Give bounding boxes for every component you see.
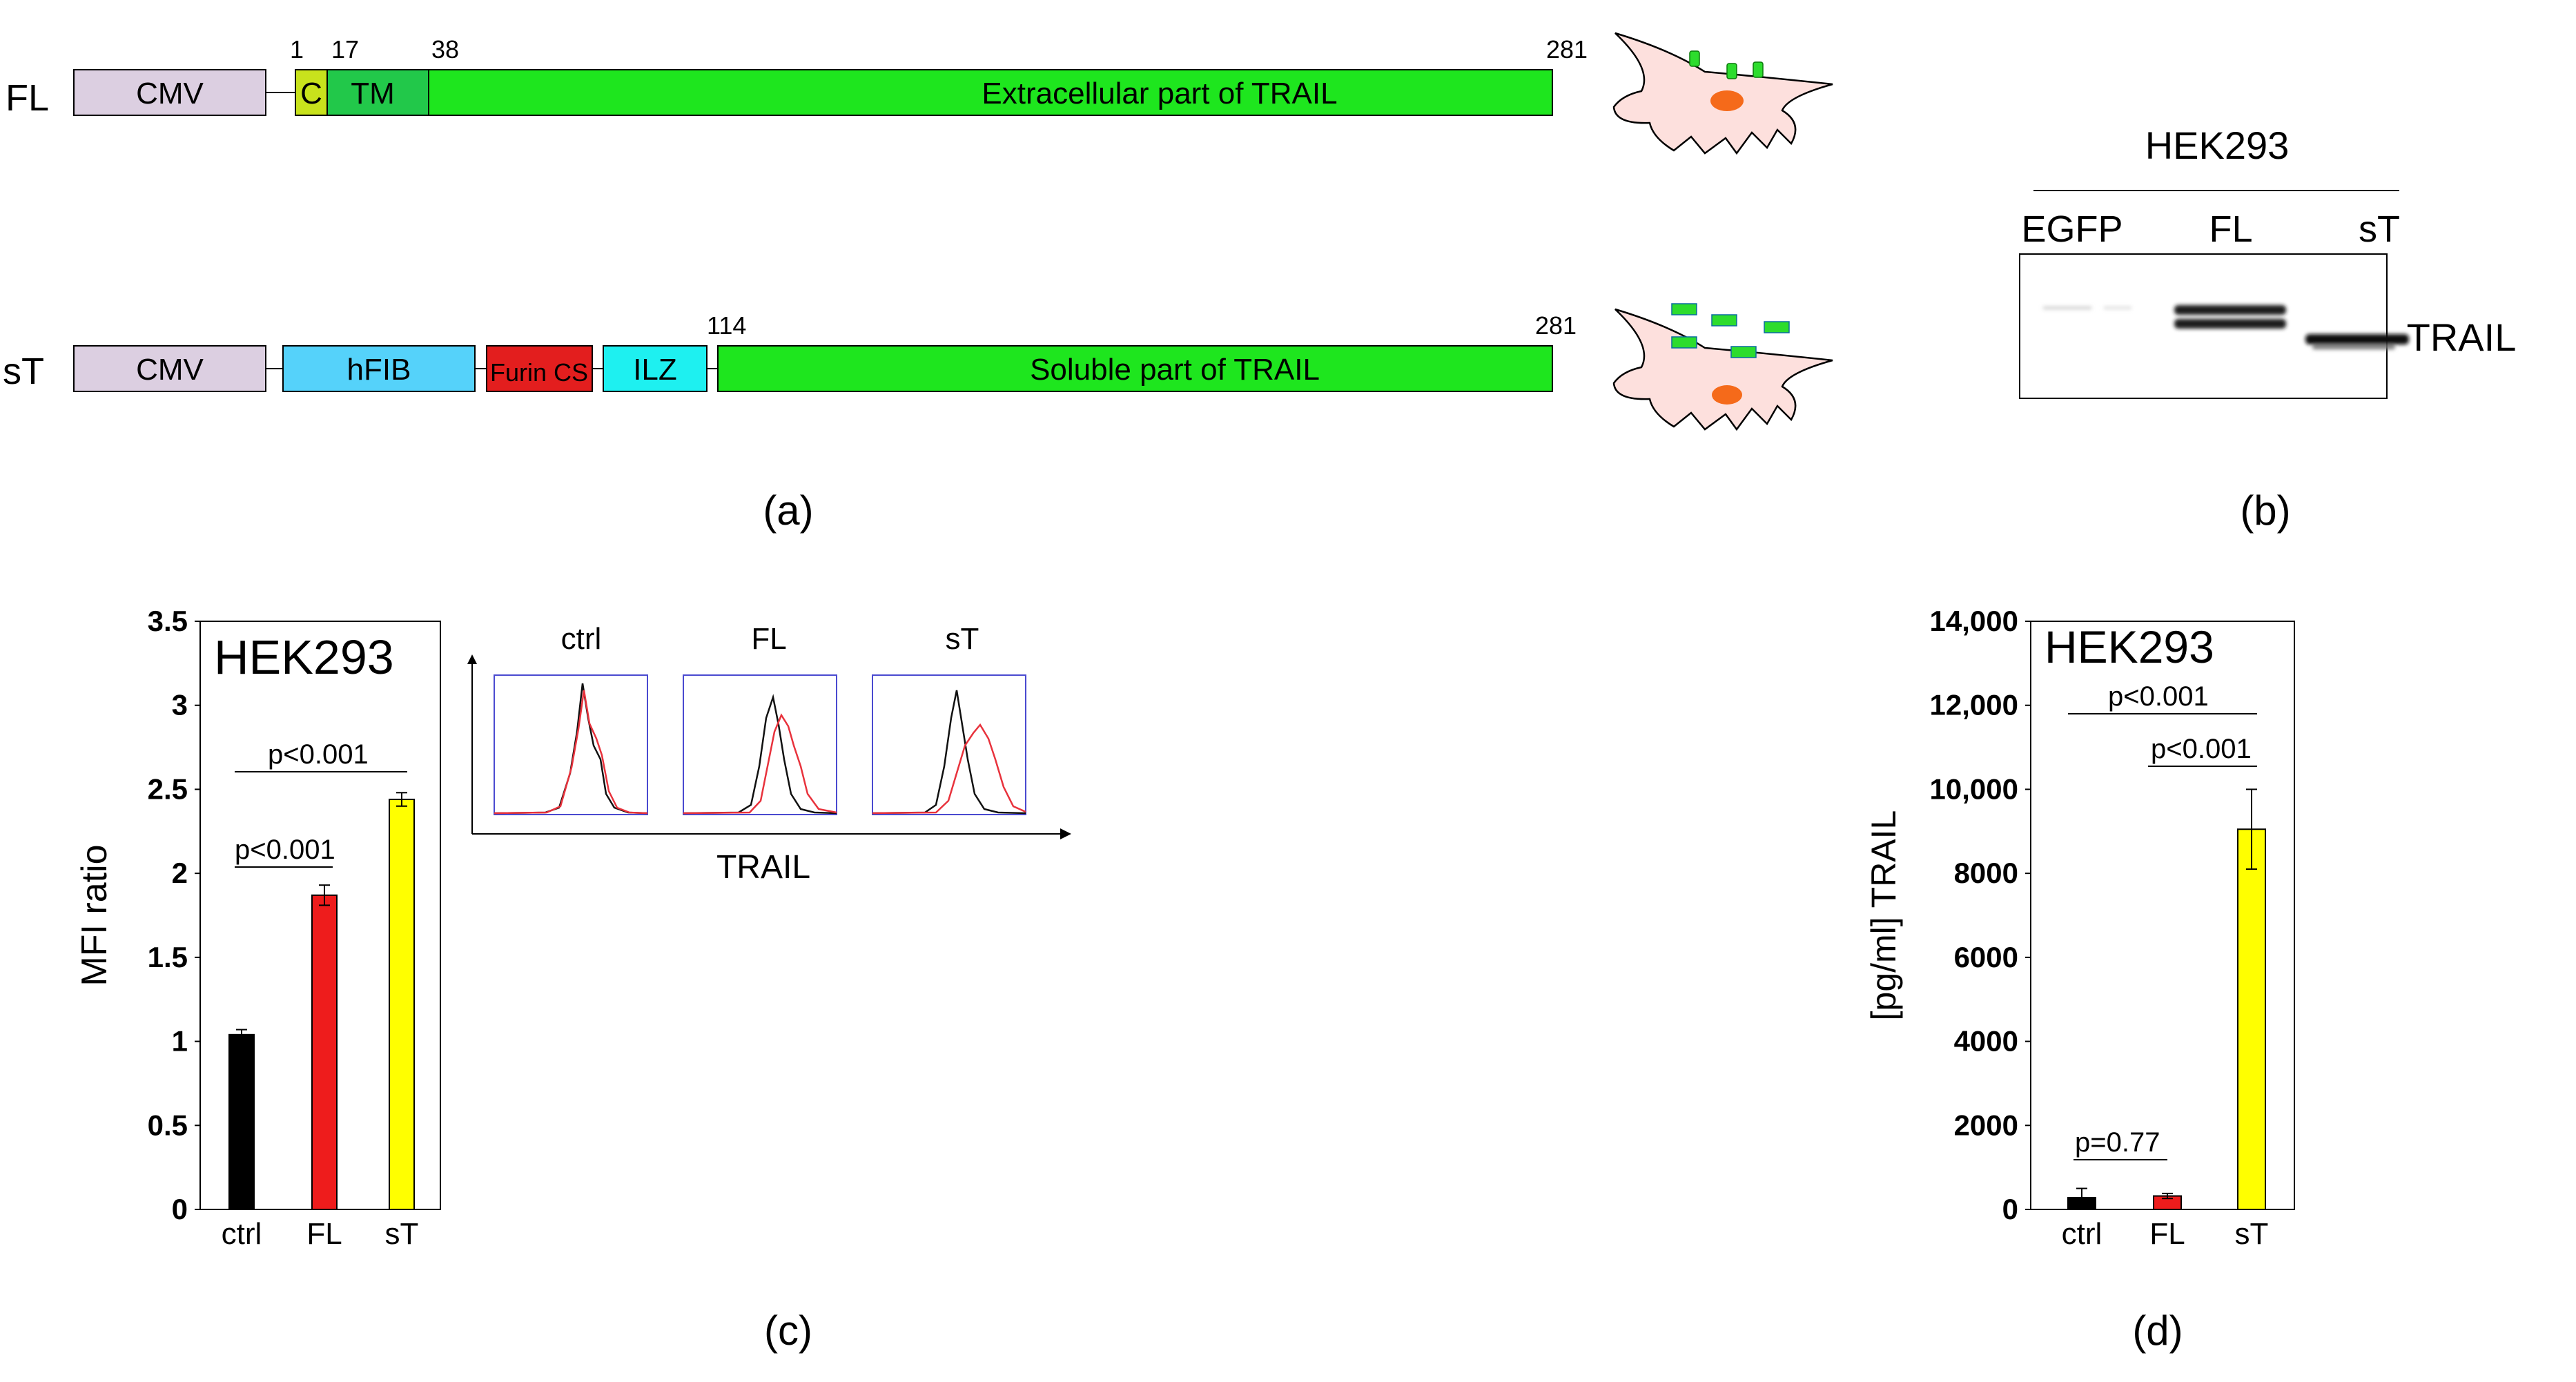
panel-d: HEK293 [pg/ml] TRAIL 0 2000 4000 6000 8000 10… (1864, 605, 2295, 1354)
panel-c-caption: (c) (764, 1307, 812, 1354)
mfi-y-tick-label: 1.5 (148, 941, 188, 973)
elisa-significance-brackets: p<0.001 p<0.001 p=0.77 (2068, 681, 2257, 1160)
panel-a: FL CMV C TM Extracellular part of TRAIL … (3, 32, 1833, 534)
st-row-label: sT (3, 351, 44, 392)
mfi-y-tick-label: 3 (172, 689, 188, 721)
elisa-y-tick-label: 0 (2002, 1193, 2018, 1225)
mfi-category-label-FL: FL (306, 1217, 342, 1251)
elisa-pvalue-fl-st: p<0.001 (2151, 734, 2252, 764)
secreted-trail-markers (1671, 303, 1790, 358)
mfi-y-tick-label: 2.5 (148, 772, 188, 805)
mfi-error-bar-sT (396, 792, 407, 807)
histogram-x-label: TRAIL (716, 849, 810, 886)
svg-text:Furin CS: Furin CS (490, 358, 588, 387)
mfi-y-tick-label: 2 (172, 857, 188, 889)
st-cmv-box: CMV (73, 345, 266, 392)
panel-a-caption: (a) (763, 487, 813, 534)
mfi-error-bar-ctrl (236, 1029, 247, 1041)
histogram-fl: FL (683, 622, 837, 815)
elisa-bar-sT (2237, 828, 2266, 1210)
fl-cell-illustration (1612, 32, 1833, 155)
mfi-pvalue-ctrl-fl: p<0.001 (235, 835, 335, 865)
mfi-y-axis-label: MFI ratio (75, 844, 115, 986)
elisa-category-label-sT: sT (2235, 1217, 2269, 1251)
svg-text:CMV: CMV (136, 353, 204, 387)
svg-text:Extracellular part of TRAIL: Extracellular part of TRAIL (982, 77, 1337, 110)
fl-pos-1: 1 (290, 35, 304, 64)
fl-extracellular-box: Extracellular part of TRAIL (428, 69, 1553, 116)
fl-tm-box: TM (326, 69, 429, 116)
st-pos-114: 114 (707, 311, 746, 340)
elisa-error-bar-ctrl (2076, 1187, 2087, 1208)
panel-b: HEK293 EGFP FL sT TRAIL (b) (2019, 124, 2517, 534)
fl-c-box: C (295, 69, 328, 116)
svg-text:TM: TM (351, 77, 395, 110)
mfi-bar-ctrl (228, 1033, 255, 1210)
western-cell-line: HEK293 (2145, 124, 2290, 167)
mfi-significance-brackets: p<0.001 p<0.001 (235, 739, 407, 868)
elisa-y-tick-label: 10,000 (1930, 772, 2018, 805)
fl-pos-17: 17 (331, 35, 359, 64)
elisa-pvalue-ctrl-st: p<0.001 (2108, 681, 2209, 712)
elisa-category-label-ctrl: ctrl (2062, 1217, 2102, 1251)
fl-pos-281: 281 (1546, 35, 1588, 64)
elisa-y-axis-label: [pg/ml] TRAIL (1864, 810, 1903, 1021)
mfi-error-bar-FL (319, 884, 330, 906)
st-pos-281: 281 (1535, 311, 1577, 340)
st-furin-box: Furin CS (486, 345, 593, 392)
mfi-category-label-ctrl: ctrl (222, 1217, 262, 1251)
fl-row-label: FL (6, 77, 49, 119)
elisa-error-bar-FL (2162, 1192, 2173, 1200)
st-soluble-box: Soluble part of TRAIL (717, 345, 1553, 392)
elisa-y-tick-label: 12,000 (1930, 689, 2018, 721)
elisa-pvalue-ctrl-fl: p=0.77 (2075, 1127, 2160, 1158)
elisa-category-label-FL: FL (2149, 1217, 2185, 1251)
mfi-chart-title: HEK293 (214, 630, 394, 684)
flow-histograms: TRAIL ctrl FL sT (467, 622, 1071, 886)
elisa-y-tick-label: 2000 (1954, 1109, 2018, 1141)
svg-text:CMV: CMV (136, 77, 204, 110)
mfi-bar-FL (311, 894, 338, 1210)
elisa-error-bar-sT (2246, 788, 2257, 870)
mfi-y-tick-label: 1 (172, 1025, 188, 1058)
elisa-y-tick-label: 6000 (1954, 941, 2018, 973)
lane-label-st: sT (2359, 208, 2400, 250)
elisa-y-tick-label: 4000 (1954, 1025, 2018, 1058)
lane-label-fl: FL (2209, 208, 2252, 250)
st-cell-illustration (1612, 303, 1833, 431)
panel-d-caption: (d) (2132, 1307, 2183, 1354)
histogram-st: sT (872, 622, 1026, 815)
svg-text:sT: sT (946, 622, 979, 656)
mfi-bar-sT (389, 799, 415, 1210)
svg-text:C: C (300, 77, 322, 110)
lane-label-egfp: EGFP (2021, 208, 2123, 250)
elisa-chart-title: HEK293 (2045, 621, 2214, 672)
mfi-pvalue-ctrl-st: p<0.001 (268, 739, 369, 770)
mfi-category-label-sT: sT (385, 1217, 419, 1251)
membrane-trail-markers (1689, 50, 1764, 79)
elisa-y-tick-label: 14,000 (1930, 605, 2018, 637)
elisa-y-tick-label: 8000 (1954, 857, 2018, 889)
svg-text:hFIB: hFIB (347, 353, 411, 387)
mfi-y-tick-label: 0.5 (148, 1109, 188, 1141)
band-label-trail: TRAIL (2407, 315, 2517, 359)
mfi-y-tick-label: 3.5 (148, 605, 188, 637)
st-ilz-box: ILZ (603, 345, 708, 392)
fl-pos-38: 38 (431, 35, 459, 64)
st-hfib-box: hFIB (282, 345, 476, 392)
panel-b-caption: (b) (2240, 487, 2290, 534)
western-bands (2043, 305, 2409, 349)
svg-text:FL: FL (751, 622, 786, 656)
svg-text:ctrl: ctrl (561, 622, 602, 656)
svg-text:ILZ: ILZ (633, 353, 677, 387)
svg-text:Soluble part of TRAIL: Soluble part of TRAIL (1030, 353, 1320, 387)
nucleus (1710, 90, 1744, 111)
mfi-y-tick-label: 0 (172, 1193, 188, 1225)
histogram-ctrl: ctrl (494, 622, 648, 815)
fl-cmv-box: CMV (73, 69, 266, 116)
mfi-bar-chart: HEK293 MFI ratio 0 0.5 1 1.5 2 2.5 3 3.5 ctrl FL… (75, 605, 441, 1251)
trail-elisa-bar-chart: HEK293 [pg/ml] TRAIL 0 2000 4000 6000 8000 10… (1864, 605, 2295, 1251)
